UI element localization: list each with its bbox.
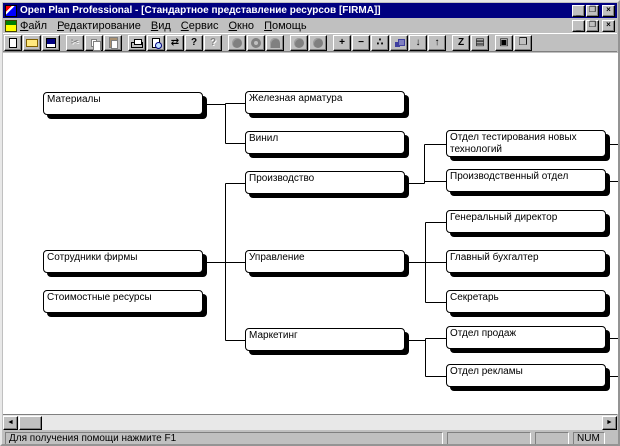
minus-icon: − bbox=[358, 36, 364, 48]
node-sekretar[interactable]: Секретарь bbox=[446, 290, 606, 313]
cut-button: ✂ bbox=[66, 34, 84, 51]
shape-rounded-button bbox=[266, 34, 284, 51]
link-icon: ∴ bbox=[376, 36, 384, 48]
node-proizvodstvennyi_otdel[interactable]: Производственный отдел bbox=[446, 169, 606, 192]
context-help-icon: ? bbox=[209, 36, 217, 48]
horizontal-scrollbar[interactable]: ◄ ► bbox=[3, 414, 617, 430]
node-proizvodstvo[interactable]: Производство bbox=[245, 171, 405, 194]
context-help-button: ? bbox=[204, 34, 222, 51]
move-up-button[interactable]: ↑ bbox=[428, 34, 446, 51]
print-button[interactable] bbox=[128, 34, 146, 51]
window-controls: _ ❐ × bbox=[572, 4, 615, 17]
menu-window[interactable]: Окно bbox=[228, 19, 255, 32]
menu-bar: Файл Редактирование Вид Сервис Окно Помощь _ … bbox=[3, 18, 617, 33]
circle-icon bbox=[294, 37, 304, 48]
menu-items: Файл Редактирование Вид Сервис Окно Помощь bbox=[20, 20, 317, 32]
close-button[interactable]: × bbox=[602, 4, 615, 17]
page-icon bbox=[9, 37, 17, 48]
scroll-right-arrow-icon[interactable]: ► bbox=[602, 416, 617, 430]
link-nodes-button[interactable]: ∴ bbox=[371, 34, 389, 51]
connector-lines bbox=[207, 103, 618, 377]
node-materialy[interactable]: Материалы bbox=[43, 92, 203, 115]
node-zheleznaya_armatura[interactable]: Железная арматура bbox=[245, 91, 405, 114]
save-button[interactable] bbox=[42, 34, 60, 51]
copy-icon bbox=[91, 38, 101, 51]
transfer-button[interactable]: ⇄ bbox=[166, 34, 184, 51]
help-icon: ? bbox=[190, 36, 198, 48]
minimize-button[interactable]: _ bbox=[572, 4, 585, 17]
circle-dot-icon bbox=[251, 37, 261, 48]
plus-icon: + bbox=[339, 36, 345, 48]
status-message: Для получения помощи нажмите F1 bbox=[5, 432, 443, 444]
node-marketing[interactable]: Маркетинг bbox=[245, 328, 405, 351]
window-title: Open Plan Professional - [Стандартное пр… bbox=[20, 5, 381, 16]
paste-button bbox=[104, 34, 122, 51]
node-otdel_reklamy[interactable]: Отдел рекламы bbox=[446, 364, 606, 387]
child-minimize-button[interactable]: _ bbox=[572, 19, 585, 32]
floppy-icon bbox=[46, 37, 56, 48]
notes-view-button[interactable]: ▤ bbox=[471, 34, 489, 51]
shape-circle-3-button bbox=[290, 34, 308, 51]
print-preview-button[interactable] bbox=[147, 34, 165, 51]
title-bar: Open Plan Professional - [Стандартное пр… bbox=[3, 3, 617, 18]
zigzag-icon: Z bbox=[457, 36, 465, 48]
arrow-up-icon: ↑ bbox=[434, 36, 440, 48]
menu-help[interactable]: Помощь bbox=[264, 19, 307, 32]
menu-file[interactable]: Файл bbox=[20, 19, 48, 32]
notes-icon: ▤ bbox=[475, 36, 485, 48]
node-sotrudniki_firmy[interactable]: Сотрудники фирмы bbox=[43, 250, 203, 273]
steps-icon bbox=[394, 38, 405, 47]
remove-node-button[interactable]: − bbox=[352, 34, 370, 51]
cascade-icon: ❐ bbox=[518, 36, 528, 48]
status-panel-3 bbox=[535, 432, 569, 444]
shape-circle-1-button bbox=[228, 34, 246, 51]
status-bar: Для получения помощи нажмите F1 NUM bbox=[3, 431, 617, 444]
cascade-windows-button[interactable]: ❐ bbox=[514, 34, 532, 51]
folder-icon bbox=[26, 38, 38, 47]
menu-service[interactable]: Сервис bbox=[180, 19, 219, 32]
node-stoimostnye_resursy[interactable]: Стоимостные ресурсы bbox=[43, 290, 203, 313]
scroll-left-arrow-icon[interactable]: ◄ bbox=[3, 416, 18, 430]
child-restore-button[interactable]: ❐ bbox=[586, 19, 599, 32]
paste-icon bbox=[108, 37, 118, 49]
num-lock-indicator: NUM bbox=[573, 432, 605, 444]
move-down-button[interactable]: ↓ bbox=[409, 34, 427, 51]
fit-window-button[interactable]: ▣ bbox=[495, 34, 513, 51]
toolbar: ✂ ⇄?? + −∴ ↓ ↑ Z ▤ ▣ ❐ bbox=[3, 33, 617, 52]
copy-button bbox=[85, 34, 103, 51]
tombstone-icon bbox=[270, 37, 280, 48]
shape-circle-2-button bbox=[247, 34, 265, 51]
node-upravlenie[interactable]: Управление bbox=[245, 250, 405, 273]
status-panel-2 bbox=[447, 432, 531, 444]
open-file-button[interactable] bbox=[23, 34, 41, 51]
node-otdel_testirovaniya[interactable]: Отдел тестирования новых технологий bbox=[446, 130, 606, 157]
zigzag-view-button[interactable]: Z bbox=[452, 34, 470, 51]
help-button[interactable]: ? bbox=[185, 34, 203, 51]
fit-icon: ▣ bbox=[499, 36, 509, 48]
document-icon[interactable] bbox=[5, 19, 17, 32]
hierarchy-levels-button[interactable] bbox=[390, 34, 408, 51]
circle-icon bbox=[313, 37, 323, 48]
scissors-icon: ✂ bbox=[70, 36, 80, 48]
app-icon[interactable] bbox=[5, 4, 17, 17]
menu-edit[interactable]: Редактирование bbox=[57, 19, 141, 32]
restore-button[interactable]: ❐ bbox=[586, 4, 599, 17]
node-otdel_prodazh[interactable]: Отдел продаж bbox=[446, 326, 606, 349]
printer-icon bbox=[131, 38, 143, 48]
menu-view[interactable]: Вид bbox=[150, 19, 171, 32]
preview-icon bbox=[152, 37, 162, 49]
new-document-button[interactable] bbox=[4, 34, 22, 51]
transfer-icon: ⇄ bbox=[170, 36, 180, 48]
shape-circle-4-button bbox=[309, 34, 327, 51]
node-vinil[interactable]: Винил bbox=[245, 131, 405, 154]
scrollbar-thumb[interactable] bbox=[19, 416, 42, 430]
node-generalnyi_direktor[interactable]: Генеральный директор bbox=[446, 210, 606, 233]
child-window-controls: _ ❐ × bbox=[572, 19, 615, 32]
child-close-button[interactable]: × bbox=[602, 19, 615, 32]
arrow-down-icon: ↓ bbox=[415, 36, 421, 48]
add-node-button[interactable]: + bbox=[333, 34, 351, 51]
node-glavnyi_buhgalter[interactable]: Главный бухгалтер bbox=[446, 250, 606, 273]
circle-icon bbox=[232, 37, 242, 48]
